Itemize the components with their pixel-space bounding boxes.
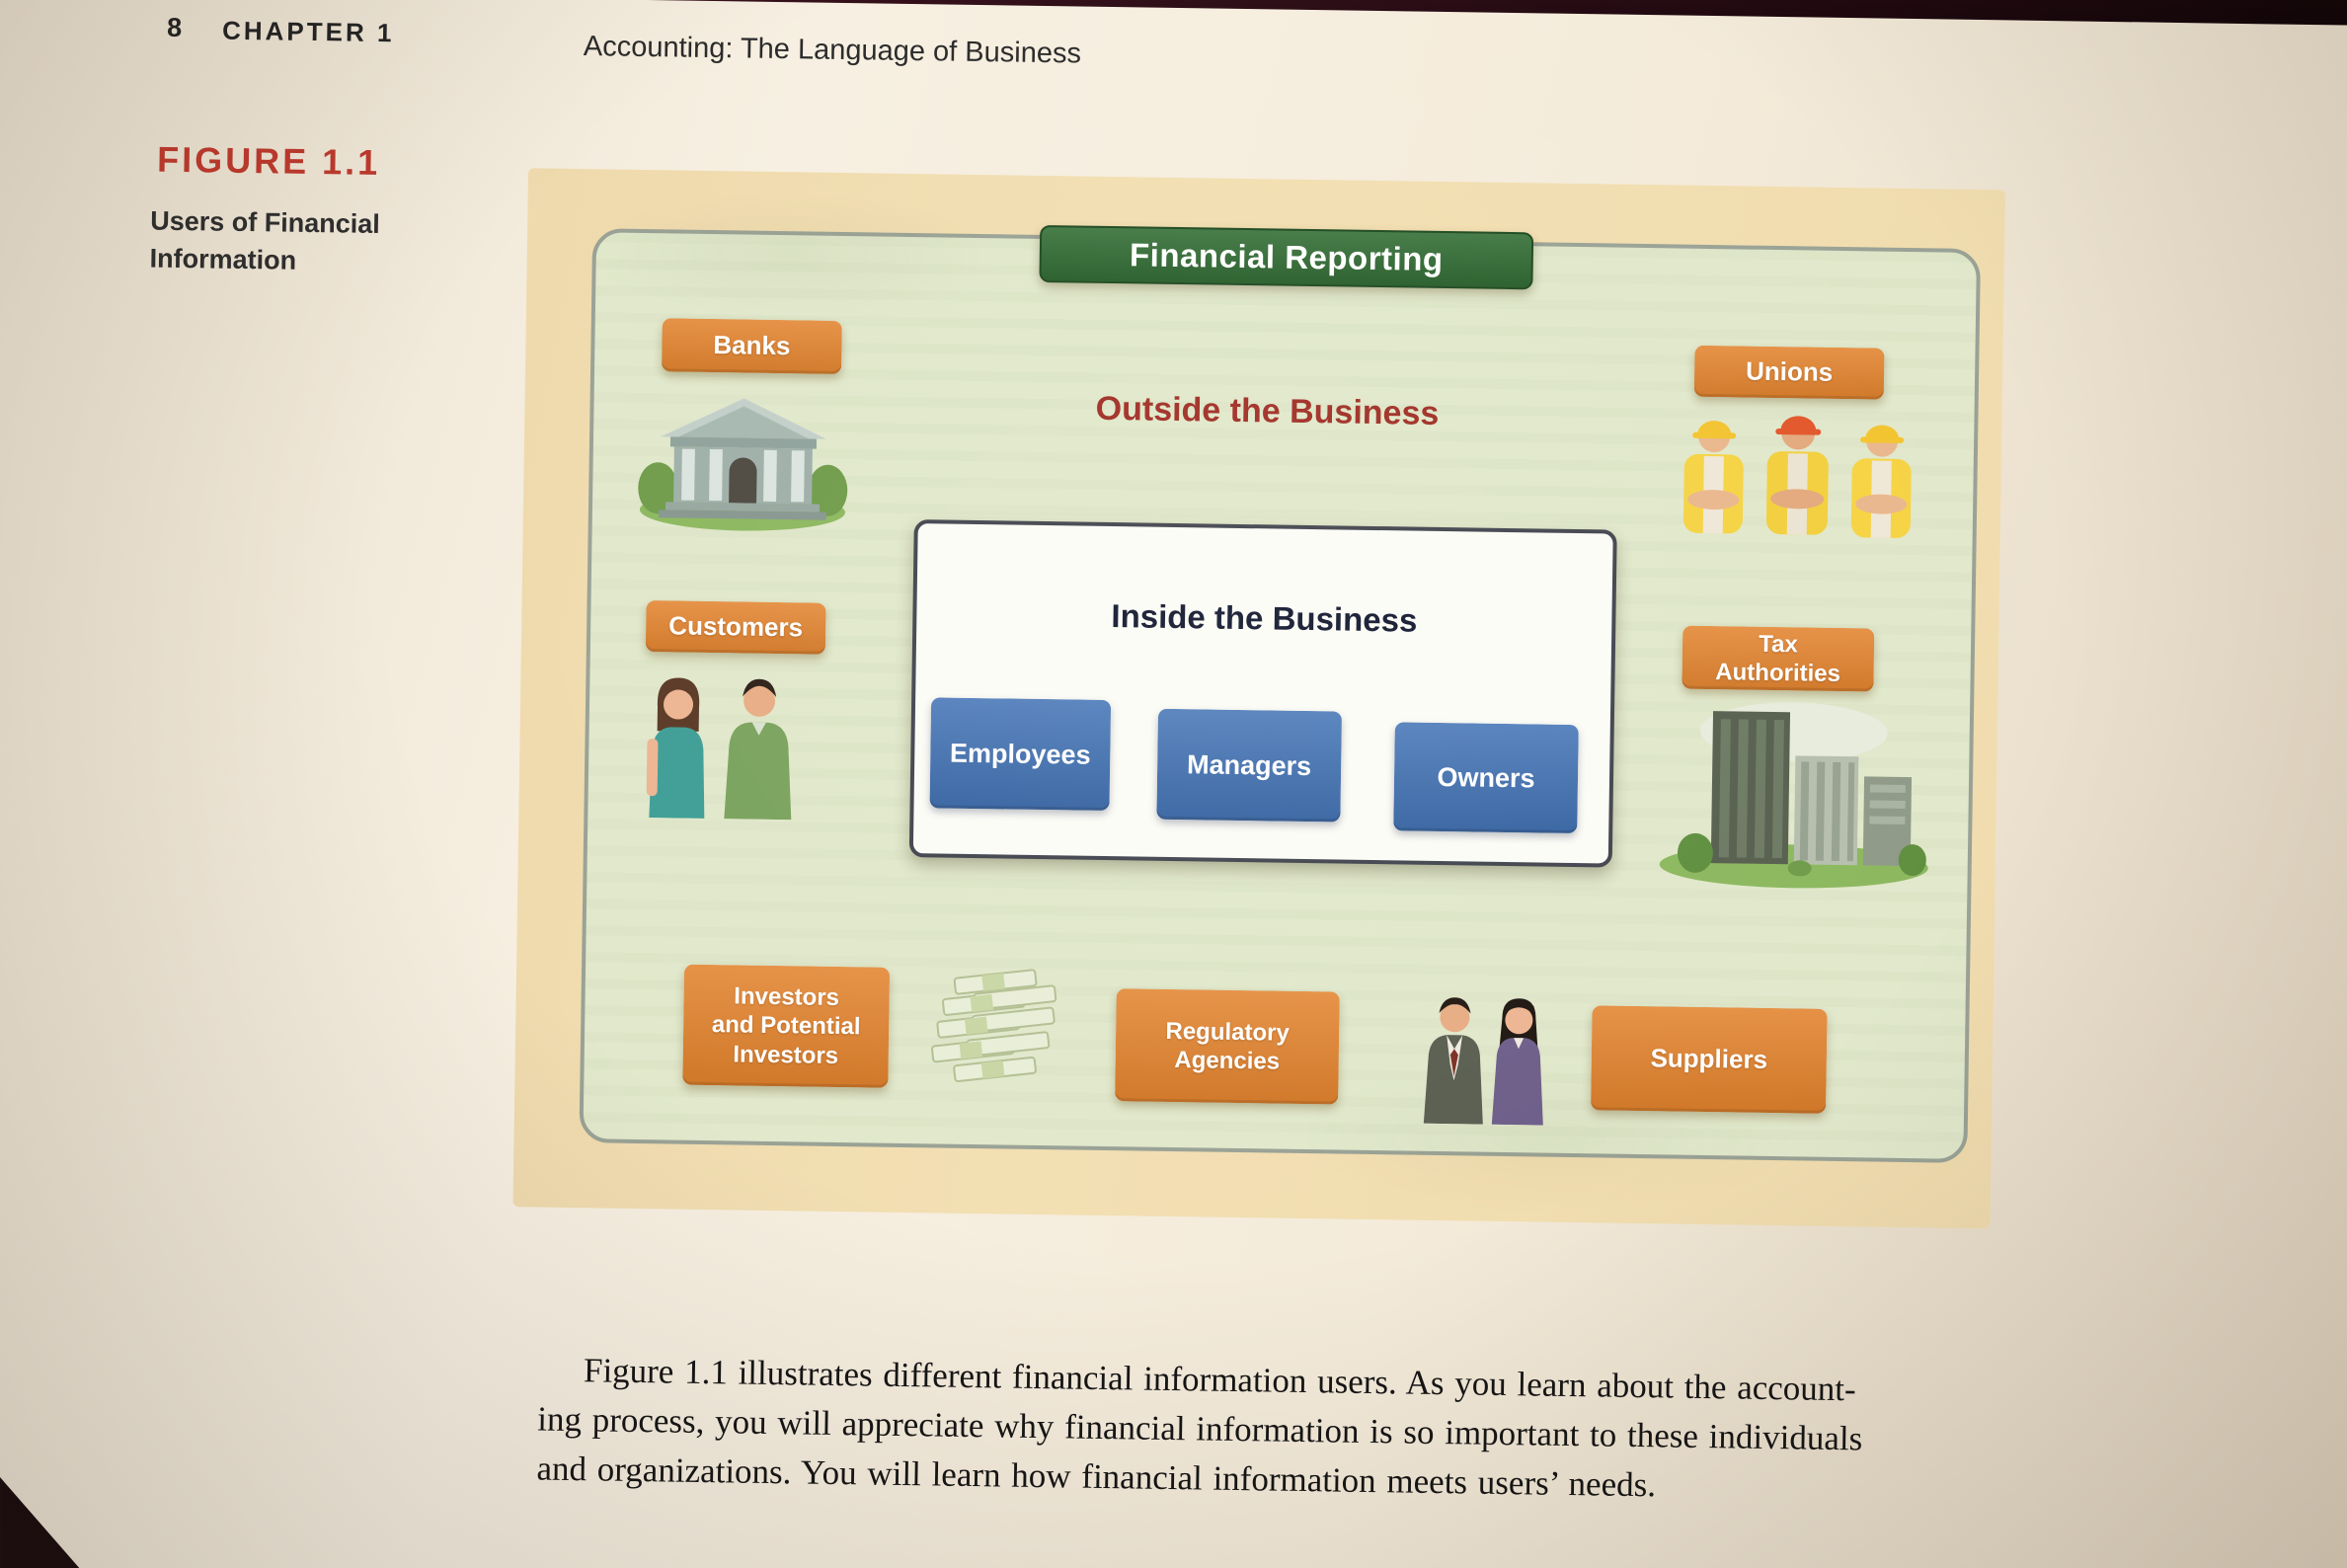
figure-label: FIGURE 1.1 bbox=[156, 138, 381, 184]
figure-panel: Financial Reporting Outside the Business… bbox=[512, 168, 2005, 1229]
financial-reporting-banner: Financial Reporting bbox=[1039, 224, 1534, 290]
customers-illustration bbox=[619, 669, 823, 821]
employees-box: Employees bbox=[929, 697, 1112, 812]
suppliers-label: Suppliers bbox=[1591, 1005, 1828, 1114]
figure-caption: Users of Financial Information bbox=[149, 205, 381, 275]
union-workers-illustration bbox=[1669, 400, 1932, 542]
outside-the-business-heading: Outside the Business bbox=[1095, 389, 1440, 432]
body-paragraph: Figure 1.1 illustrates different financi… bbox=[536, 1346, 2207, 1519]
chapter-label: CHAPTER 1 bbox=[221, 15, 395, 48]
running-title: Accounting: The Language of Business bbox=[583, 31, 1082, 70]
tax-authorities-label: Tax Authorities bbox=[1682, 625, 1875, 692]
page-number: 8 bbox=[166, 12, 183, 43]
customers-label: Customers bbox=[645, 600, 826, 655]
managers-box: Managers bbox=[1156, 708, 1343, 823]
regulatory-agencies-label: Regulatory Agencies bbox=[1115, 988, 1340, 1105]
inside-the-business-panel: Inside the Business Employees Managers O… bbox=[908, 519, 1617, 868]
business-people-illustration bbox=[1399, 988, 1571, 1126]
inside-the-business-heading: Inside the Business bbox=[1111, 597, 1418, 639]
tax-buildings-illustration bbox=[1653, 682, 1937, 892]
owners-box: Owners bbox=[1393, 722, 1579, 834]
unions-label: Unions bbox=[1693, 345, 1885, 400]
investors-label: Investors and Potential Investors bbox=[682, 964, 891, 1088]
banks-label: Banks bbox=[662, 318, 842, 374]
money-stacks-illustration bbox=[919, 966, 1094, 1092]
bank-building-illustration bbox=[632, 385, 856, 536]
